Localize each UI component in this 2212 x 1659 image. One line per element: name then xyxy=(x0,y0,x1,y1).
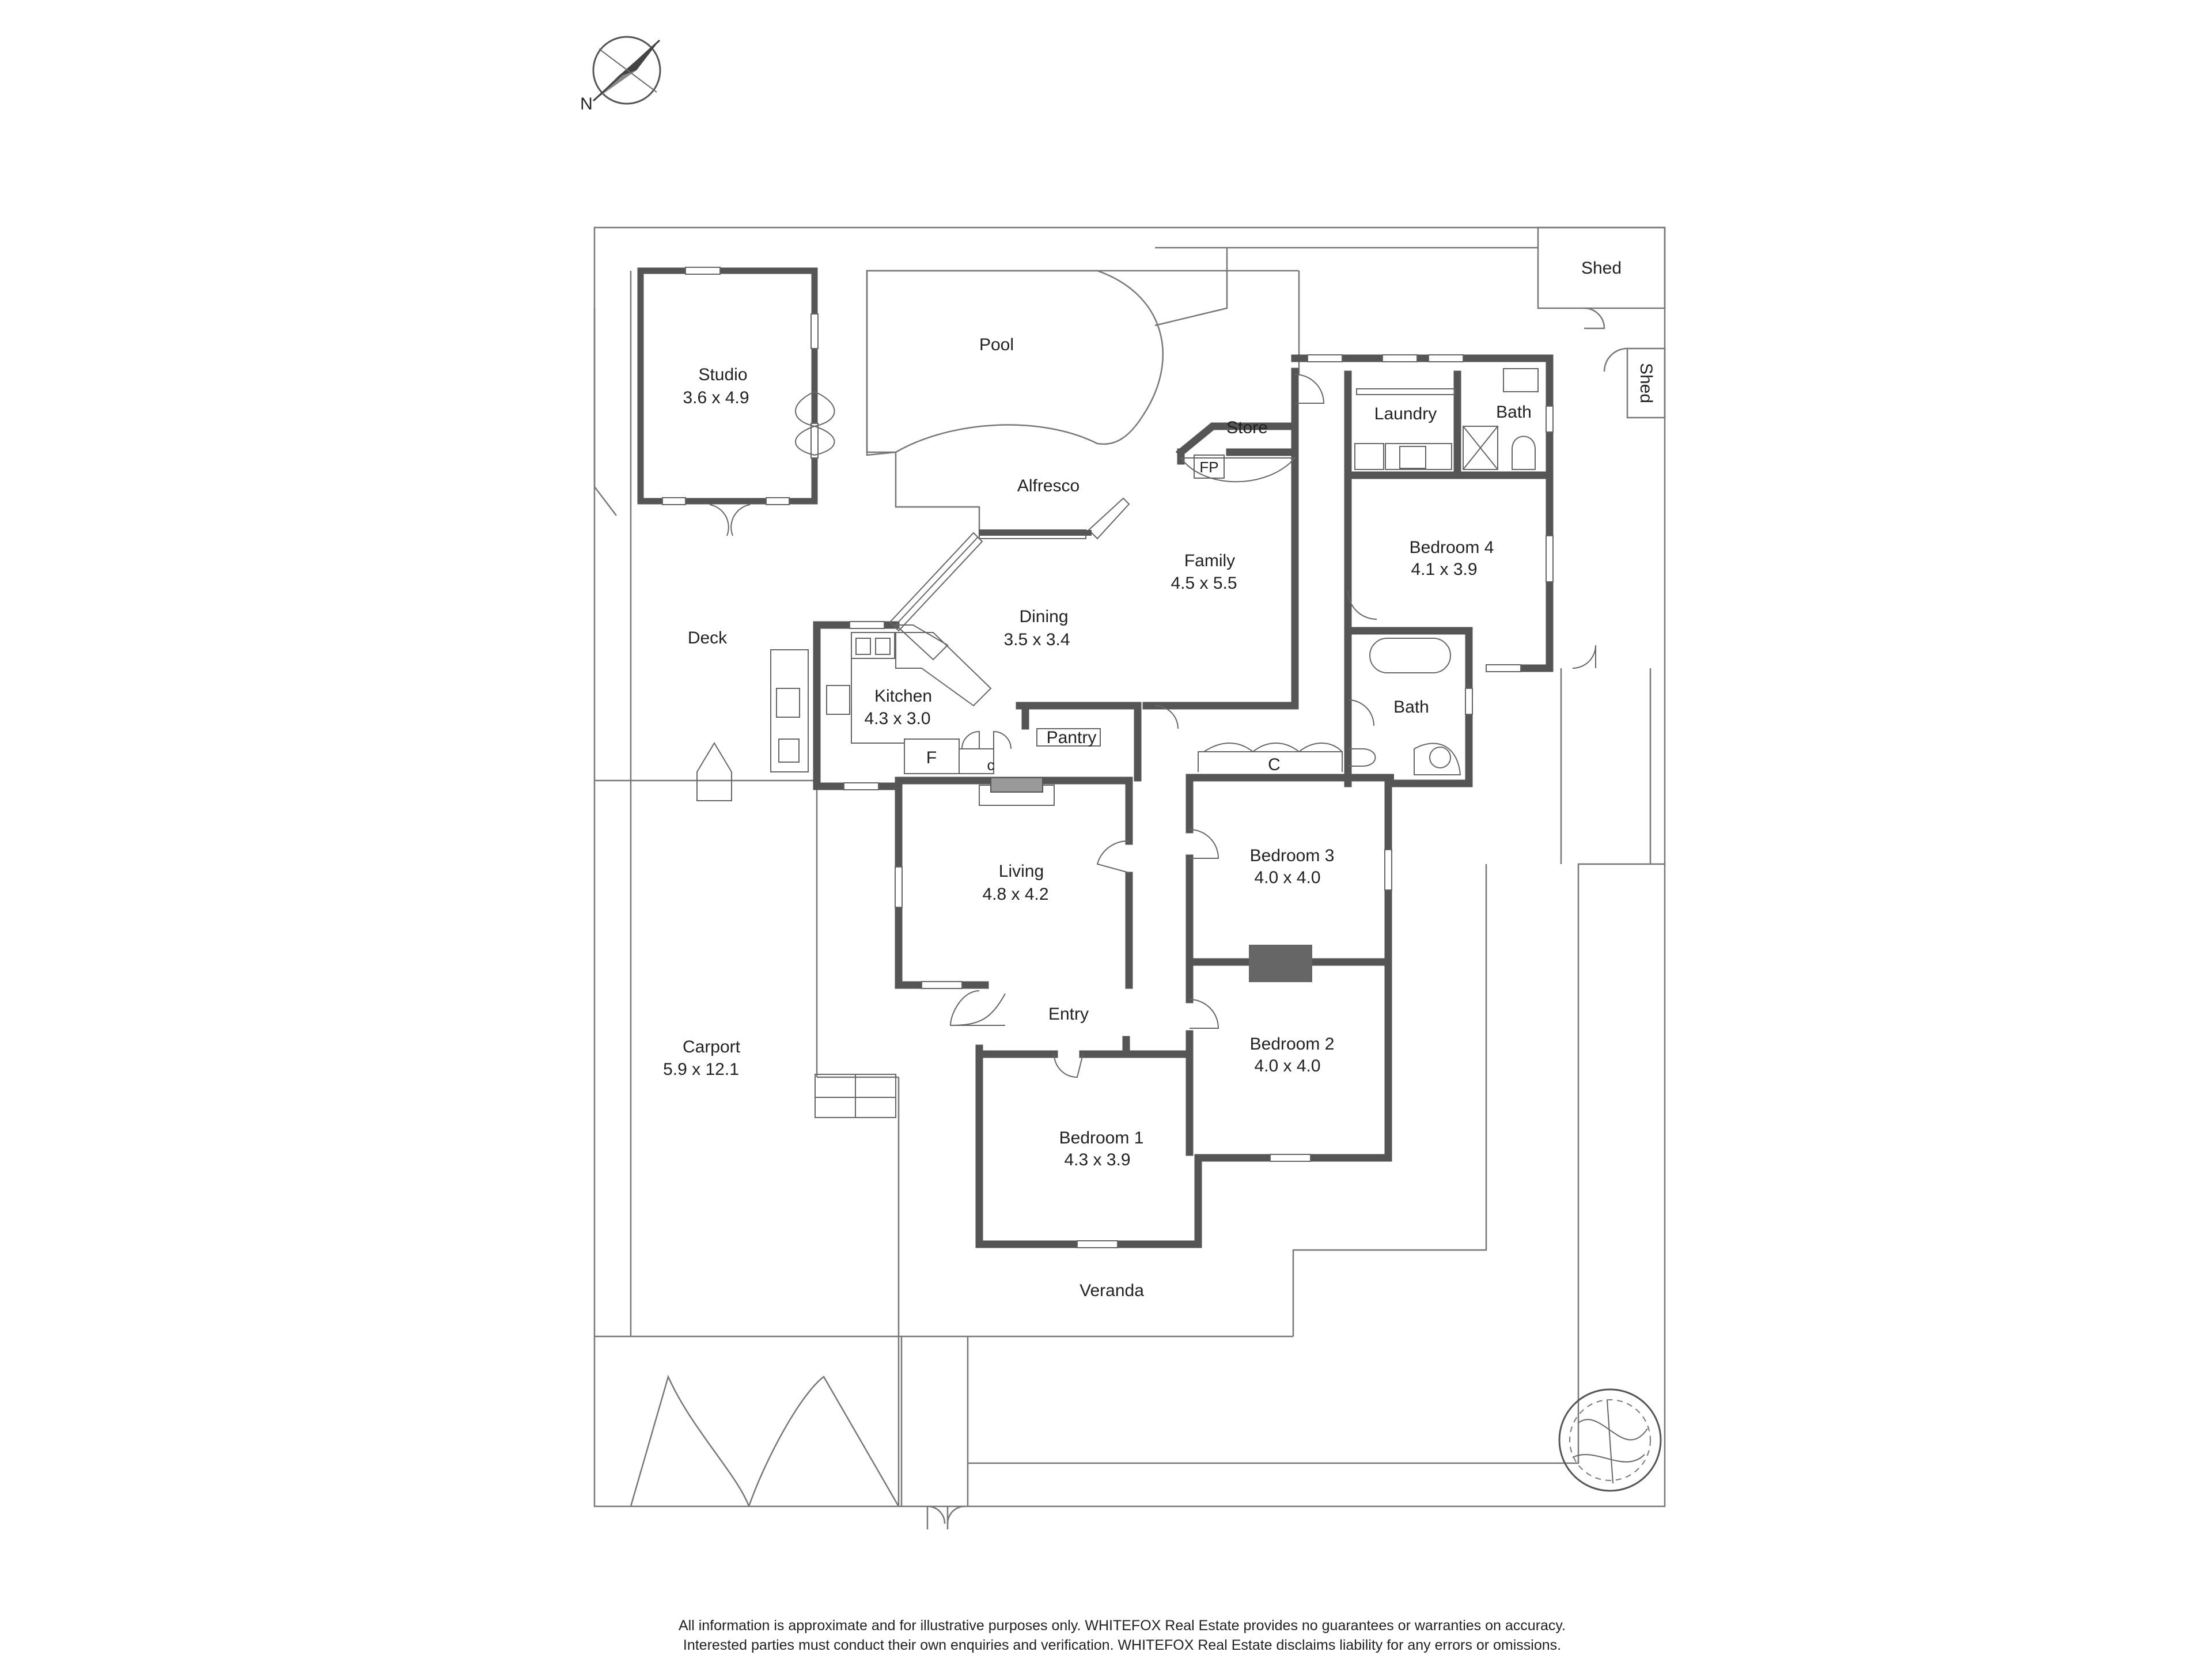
room-dining-size: 3.5 x 3.4 xyxy=(1003,630,1070,649)
site-lines xyxy=(593,226,1666,1508)
room-veranda-name: Veranda xyxy=(1080,1281,1144,1300)
room-bedroom-3-size: 4.0 x 4.0 xyxy=(1254,868,1320,887)
room-fridge-name: F xyxy=(926,748,937,767)
studio-walls xyxy=(637,267,818,505)
dining-window-bay xyxy=(889,497,1130,632)
room-studio-name: Studio xyxy=(698,365,747,384)
room-bedroom-1-size: 4.3 x 3.9 xyxy=(1064,1150,1130,1169)
room-bedroom-4-size: 4.1 x 3.9 xyxy=(1411,560,1477,579)
room-carport-size: 5.9 x 12.1 xyxy=(663,1060,739,1079)
room-bedroom-1-name: Bedroom 1 xyxy=(1059,1128,1144,1147)
room-cupboard-small-name: c xyxy=(987,756,995,774)
deck-counters xyxy=(696,649,809,801)
room-family-size: 4.5 x 5.5 xyxy=(1171,574,1237,593)
room-shed-2-name: Shed xyxy=(1637,363,1656,403)
bedroom-fixtures xyxy=(1054,705,1392,1248)
room-bedroom-4-name: Bedroom 4 xyxy=(1410,538,1494,557)
family-fireplace xyxy=(1180,457,1297,483)
room-carport-name: Carport xyxy=(683,1037,741,1056)
room-deck-name: Deck xyxy=(688,628,728,647)
room-store-name: Store xyxy=(1226,418,1268,437)
compass-label: N xyxy=(580,94,593,113)
house-walls xyxy=(813,354,1554,1248)
room-family-name: Family xyxy=(1184,551,1235,570)
carport-steps xyxy=(815,1074,896,1118)
hall-cupboard xyxy=(1198,743,1343,772)
carport-gate xyxy=(630,1374,965,1529)
room-living-size: 4.8 x 4.2 xyxy=(982,885,1048,904)
tree-icon xyxy=(1558,1388,1662,1492)
room-fp-name: FP xyxy=(1199,459,1218,476)
disclaimer-line-1: All information is approximate and for i… xyxy=(679,1618,1566,1634)
disclaimer-line-2: Interested parties must conduct their ow… xyxy=(683,1637,1561,1653)
lower-bath-fixtures xyxy=(1347,638,1473,775)
room-kitchen-size: 4.3 x 3.0 xyxy=(864,709,930,728)
studio-openings xyxy=(662,267,835,536)
room-bedroom-2-size: 4.0 x 4.0 xyxy=(1254,1056,1320,1075)
laundry-bath-fixtures xyxy=(1294,354,1596,672)
room-bath-upper-name: Bath xyxy=(1496,403,1532,422)
room-alfresco-name: Alfresco xyxy=(1017,476,1080,495)
room-living-name: Living xyxy=(999,862,1044,881)
room-cupboard-hall-name: C xyxy=(1268,755,1281,774)
room-laundry-name: Laundry xyxy=(1374,404,1437,423)
fp-box xyxy=(1194,454,1225,479)
room-pool-name: Pool xyxy=(979,335,1014,354)
pantry-shelf xyxy=(1036,728,1101,747)
kitchen-fixtures xyxy=(826,621,1012,790)
compass-icon xyxy=(592,36,661,105)
pool-outline xyxy=(866,270,1164,456)
room-bedroom-2-name: Bedroom 2 xyxy=(1250,1035,1335,1054)
room-dining-name: Dining xyxy=(1019,607,1068,626)
room-entry-name: Entry xyxy=(1048,1005,1089,1024)
room-kitchen-name: Kitchen xyxy=(874,687,932,706)
room-studio-size: 3.6 x 4.9 xyxy=(683,388,749,407)
room-bedroom-3-name: Bedroom 3 xyxy=(1250,846,1335,865)
room-shed-1-name: Shed xyxy=(1581,259,1622,278)
room-bath-lower-name: Bath xyxy=(1393,698,1429,717)
room-pantry-name: Pantry xyxy=(1047,728,1097,747)
living-fixtures xyxy=(895,777,1130,1027)
